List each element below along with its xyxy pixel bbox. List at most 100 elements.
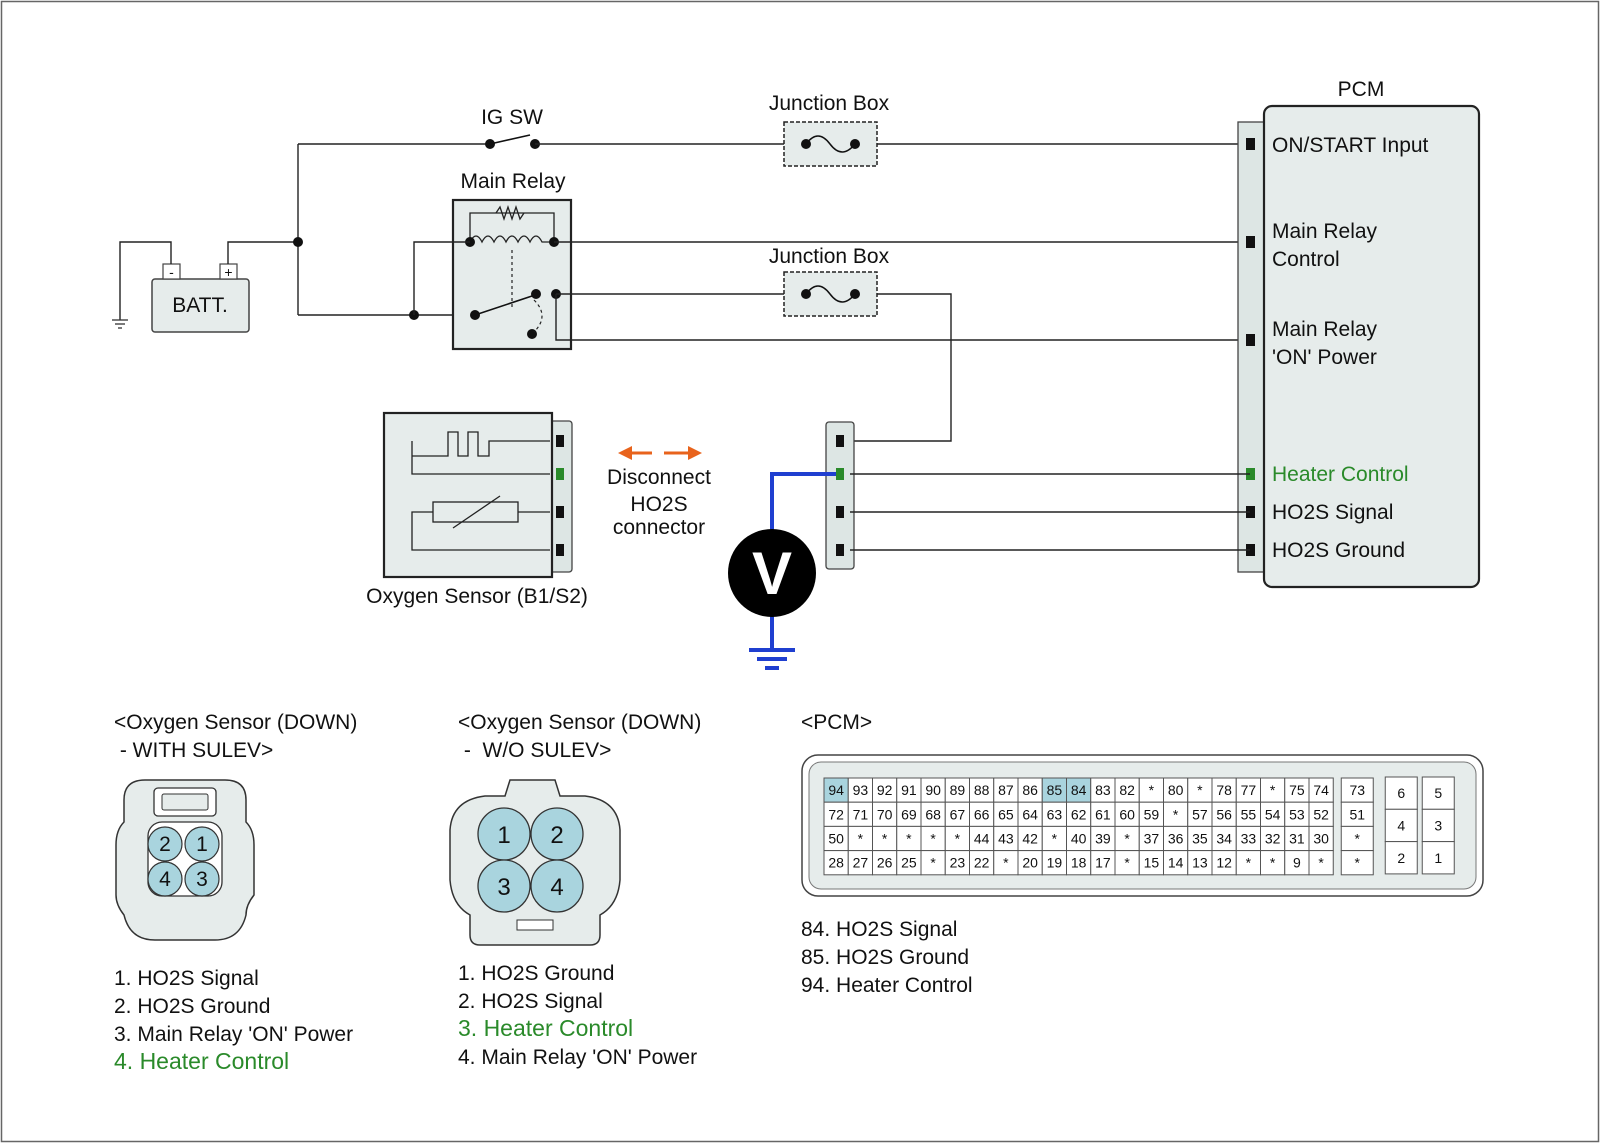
chassis-ground-icon xyxy=(112,319,128,329)
pcm-pin: 32 xyxy=(1265,831,1281,847)
pcm-pin-cell xyxy=(1017,850,1043,876)
pcm-pin: 90 xyxy=(925,782,941,798)
oxygen-sensor xyxy=(382,411,573,579)
pcm-pin-cell xyxy=(1017,801,1043,827)
pcm-pin: 18 xyxy=(1071,855,1087,871)
pcm-pin: 33 xyxy=(1241,831,1257,847)
pcm-pin-cell xyxy=(1421,776,1455,810)
wo-sulev-legend-item: 4. Main Relay 'ON' Power xyxy=(458,1046,697,1069)
pcm-pin: * xyxy=(1173,806,1179,822)
sulev-legend-item: 1. HO2S Signal xyxy=(114,967,259,990)
pcm-legend-item: 85. HO2S Ground xyxy=(801,946,969,969)
pcm-pin: 67 xyxy=(950,806,966,822)
pcm-pin-cell xyxy=(1284,777,1310,803)
pcm-pin: 74 xyxy=(1313,782,1329,798)
pcm-pin-cell xyxy=(1421,808,1455,843)
pcm-pin: * xyxy=(1355,855,1361,871)
pcm-pin: 78 xyxy=(1216,782,1232,798)
pcm-pin: 40 xyxy=(1071,831,1087,847)
pcm-pin: 25 xyxy=(901,855,917,871)
pcm-pin: 66 xyxy=(974,806,990,822)
pcm-pin: 2 xyxy=(1397,850,1405,866)
pcm-pin-cell xyxy=(823,825,849,852)
pcm-pin: 4 xyxy=(1397,817,1405,833)
junction-box-2 xyxy=(783,271,878,317)
pcm-pin: 44 xyxy=(974,831,990,847)
pcm-pin-heater-control: Heater Control xyxy=(1272,463,1409,486)
wo-sulev-pin: 1 xyxy=(497,822,510,849)
pcm-pin: 50 xyxy=(828,831,844,847)
pcm-pin: 35 xyxy=(1192,831,1208,847)
pcm-pin-cell xyxy=(944,801,970,827)
voltmeter-symbol: V xyxy=(752,540,792,607)
wo-sulev-pin: 3 xyxy=(497,874,510,901)
pcm-pin-cell xyxy=(1163,825,1189,852)
sulev-legend-item: 2. HO2S Ground xyxy=(114,995,270,1018)
fuse-icon xyxy=(805,285,856,303)
pcm-pin: 85 xyxy=(1047,782,1063,798)
pcm-pin-cell xyxy=(1384,841,1418,875)
ground-icon xyxy=(749,648,795,670)
pcm-pin: 27 xyxy=(853,855,869,871)
battery-label: BATT. xyxy=(172,294,228,317)
pcm-pin: 36 xyxy=(1168,831,1184,847)
pcm-pin: 69 xyxy=(901,806,917,822)
pcm-pin: 71 xyxy=(853,806,869,822)
pcm-pin: * xyxy=(955,831,961,847)
pcm-pin: 30 xyxy=(1313,831,1329,847)
pcm-pin-cell xyxy=(920,777,946,803)
relay-contact-icon xyxy=(474,295,533,316)
ignition-switch-icon xyxy=(485,134,540,149)
pcm-pin: * xyxy=(1270,782,1276,798)
pcm-pin-cell xyxy=(823,850,849,876)
pcm-pin: 93 xyxy=(853,782,869,798)
pcm-pin: 17 xyxy=(1095,855,1111,871)
pcm-pin: 77 xyxy=(1241,782,1257,798)
pcm-pin-cell xyxy=(1066,850,1092,876)
pcm-pin-cell xyxy=(823,777,849,803)
pcm-pin: * xyxy=(1003,855,1009,871)
resistor-icon xyxy=(495,204,525,222)
pcm-pin: 94 xyxy=(828,782,844,798)
pcm-pin: * xyxy=(1052,831,1058,847)
pcm-pin: 34 xyxy=(1216,831,1232,847)
pcm-pin-cell xyxy=(1308,801,1334,827)
coil-icon xyxy=(469,235,554,244)
pcm-pin-cell xyxy=(1308,850,1334,876)
pcm-label: PCM xyxy=(1338,78,1385,101)
pcm-pin-cell xyxy=(1090,777,1116,803)
pcm-pin: 60 xyxy=(1119,806,1135,822)
pcm-pin: 37 xyxy=(1144,831,1160,847)
battery-ground-wire xyxy=(119,241,172,320)
pcm-pin-cell xyxy=(969,825,995,852)
pcm-pin: 6 xyxy=(1397,785,1405,801)
pcm-pin: 84 xyxy=(1071,782,1087,798)
pcm-pin-main-relay-on-2: 'ON' Power xyxy=(1272,346,1377,369)
pcm-pin: 5 xyxy=(1434,785,1442,801)
junction-box-1 xyxy=(783,121,878,167)
pcm-pin: 61 xyxy=(1095,806,1111,822)
pcm-pin-cell xyxy=(1041,777,1067,803)
pcm-pin: 63 xyxy=(1047,806,1063,822)
sulev-title-1: <Oxygen Sensor (DOWN) xyxy=(114,711,357,734)
pcm-pin-cell xyxy=(1284,825,1310,852)
wo-sulev-legend-item: 1. HO2S Ground xyxy=(458,962,614,985)
pcm-pin: 82 xyxy=(1119,782,1135,798)
pcm-pin-cell xyxy=(1138,825,1164,852)
pcm-pin: 83 xyxy=(1095,782,1111,798)
pcm-pin: 55 xyxy=(1241,806,1257,822)
fuse-icon xyxy=(805,135,856,153)
pcm-pin-ho2s-signal: HO2S Signal xyxy=(1272,501,1393,524)
sulev-pin: 2 xyxy=(159,833,171,856)
pcm-pin: * xyxy=(1124,855,1130,871)
pcm-pin-cell xyxy=(1260,777,1286,803)
pcm-pin-cell xyxy=(1187,825,1213,852)
pcm-pin-cell xyxy=(1384,808,1418,843)
pcm-pin-cell xyxy=(993,850,1019,876)
pcm-pin: 23 xyxy=(950,855,966,871)
pcm-pin: * xyxy=(1246,855,1252,871)
wo-sulev-connector xyxy=(449,779,621,946)
pcm-pin: 43 xyxy=(998,831,1014,847)
